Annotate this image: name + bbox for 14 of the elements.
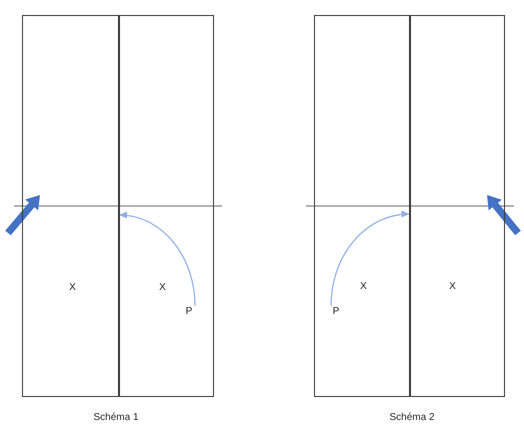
half-panel — [22, 15, 120, 397]
half-panel — [314, 15, 410, 397]
figure-caption: Schéma 1 — [93, 412, 139, 424]
region-label: X — [159, 282, 166, 294]
figure-caption: Schéma 2 — [389, 412, 435, 424]
half-panel — [118, 15, 214, 397]
curved-arrow — [330, 211, 410, 306]
half-panel — [409, 15, 504, 397]
point-label: P — [330, 304, 342, 318]
region-label: X — [69, 282, 76, 294]
curved-arrow — [119, 212, 196, 306]
point-label: P — [184, 304, 194, 318]
region-label: X — [449, 280, 456, 292]
region-label: X — [360, 280, 367, 292]
